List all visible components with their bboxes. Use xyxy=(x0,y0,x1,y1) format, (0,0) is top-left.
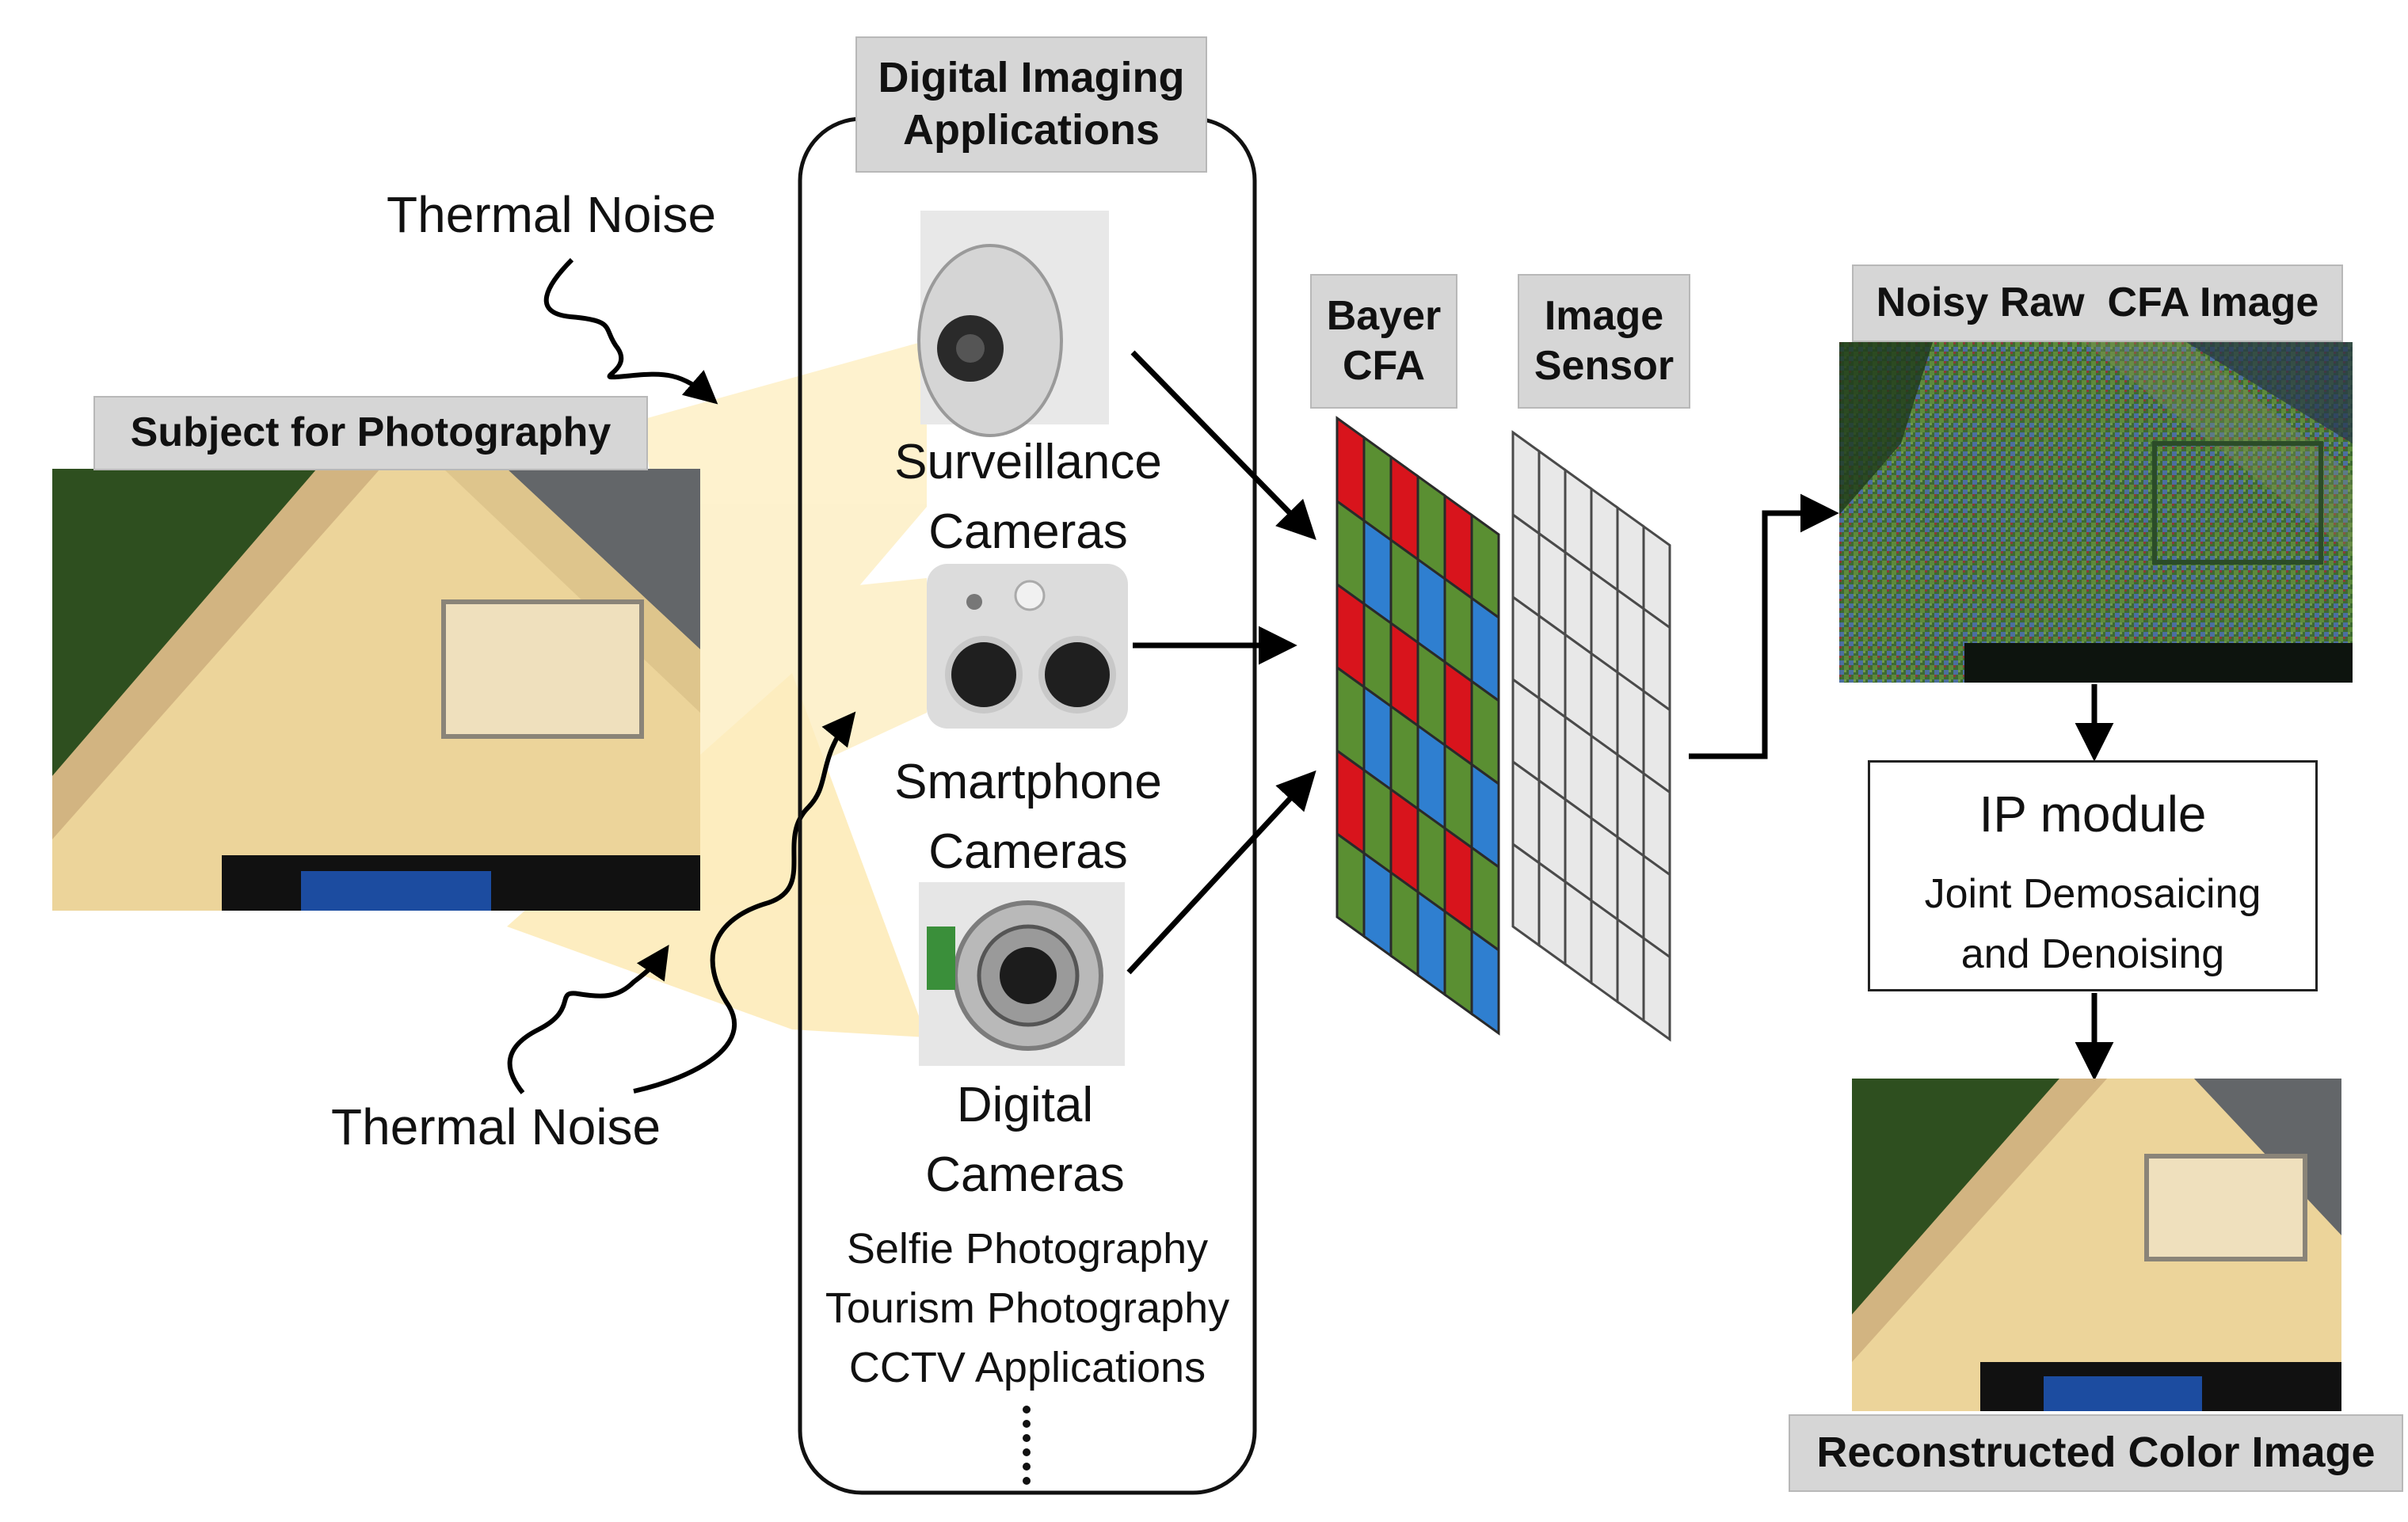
grid-cell xyxy=(1590,898,1619,1004)
noise-squiggle-bottom-right xyxy=(633,711,856,1094)
digital-camera-picture xyxy=(919,882,1125,1066)
use-item: CCTV Applications xyxy=(848,1344,1206,1391)
grid-cell xyxy=(1537,860,1567,967)
grid-cell xyxy=(1389,870,1419,978)
digital-cameras-label: Digital Cameras xyxy=(925,1078,1125,1202)
noise-squiggle-bottom-left xyxy=(507,945,669,1094)
ip-module-title: IP module xyxy=(1979,786,2207,843)
image-sensor-title: Image Sensor xyxy=(1518,274,1690,409)
bayer-cfa-grid xyxy=(1335,416,1500,1036)
noisy-raw-title: Noisy Raw CFA Image xyxy=(1852,264,2343,342)
continuation-dots xyxy=(1023,1406,1031,1485)
arrow-surveillance-to-cfa xyxy=(1130,350,1316,541)
use-item: Tourism Photography xyxy=(825,1284,1230,1332)
grid-cell xyxy=(1416,889,1446,997)
grid-cell xyxy=(1511,842,1541,948)
grid-cell xyxy=(1616,917,1645,1023)
grid-cell xyxy=(1362,850,1393,958)
subject-title: Subject for Photography xyxy=(93,396,648,470)
grid-cell xyxy=(1642,935,1671,1042)
arrow-sensor-to-noisy xyxy=(1689,493,1839,759)
reconstructed-photo xyxy=(1852,1079,2341,1411)
applications-title: Digital Imaging Applications xyxy=(855,36,1207,173)
grid-cell xyxy=(1335,831,1366,939)
reconstructed-title: Reconstructed Color Image xyxy=(1789,1414,2403,1492)
thermal-noise-bottom-label: Thermal Noise xyxy=(331,1098,661,1155)
ip-module-box: IP module Joint Demosaicing and Denoisin… xyxy=(1868,760,2318,991)
subject-photo xyxy=(52,469,700,911)
thermal-noise-top-label: Thermal Noise xyxy=(387,186,717,243)
surveillance-cameras-label: Surveillance Cameras xyxy=(894,435,1162,559)
smartphone-cameras-label: Smartphone Cameras xyxy=(894,755,1162,879)
ip-module-description: Joint Demosaicing and Denoising xyxy=(1924,871,2261,977)
grid-cell xyxy=(1470,928,1500,1036)
image-sensor-grid xyxy=(1511,430,1671,1042)
grid-cell xyxy=(1443,908,1473,1017)
surveillance-camera-picture xyxy=(917,211,1109,437)
grid-cell xyxy=(1564,879,1593,986)
noisy-raw-cfa-image xyxy=(1839,342,2353,683)
smartphone-camera-picture xyxy=(927,564,1128,729)
arrow-digital-to-cfa xyxy=(1126,770,1316,975)
use-item: Selfie Photography xyxy=(846,1225,1209,1273)
bayer-cfa-title: Bayer CFA xyxy=(1310,274,1457,409)
application-uses-list: Selfie Photography Tourism Photography C… xyxy=(800,1220,1255,1398)
noise-squiggle-top xyxy=(543,257,718,405)
